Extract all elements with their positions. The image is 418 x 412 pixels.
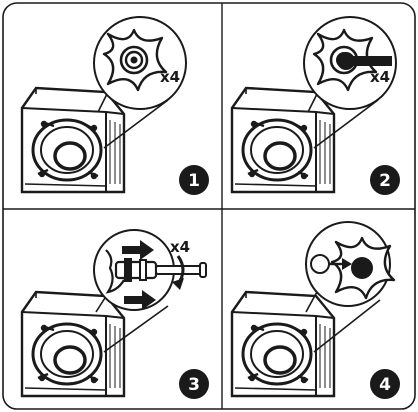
- multiplier-label: x4: [370, 68, 390, 86]
- multiplier-label: x4: [170, 238, 190, 256]
- washing-machine-icon: [22, 292, 124, 396]
- step-badge: 3: [179, 369, 209, 399]
- washing-machine-icon: [232, 88, 334, 192]
- step-number: 3: [188, 375, 200, 395]
- step-number: 2: [379, 171, 391, 191]
- panel-step-3: x4 3: [22, 230, 209, 399]
- panel-step-2: x4 2: [232, 17, 400, 195]
- step-number: 4: [379, 375, 391, 395]
- washing-machine-icon: [22, 88, 124, 192]
- step-number: 1: [188, 171, 200, 191]
- mounting-bracket: [332, 238, 394, 298]
- step-badge: 1: [179, 165, 209, 195]
- multiplier-label: x4: [160, 68, 180, 86]
- washing-machine-icon: [232, 292, 334, 396]
- step-badge: 2: [370, 165, 400, 195]
- panel-step-1: x4 1: [22, 17, 209, 195]
- step-badge: 4: [370, 369, 400, 399]
- panel-step-4: 4: [232, 222, 400, 399]
